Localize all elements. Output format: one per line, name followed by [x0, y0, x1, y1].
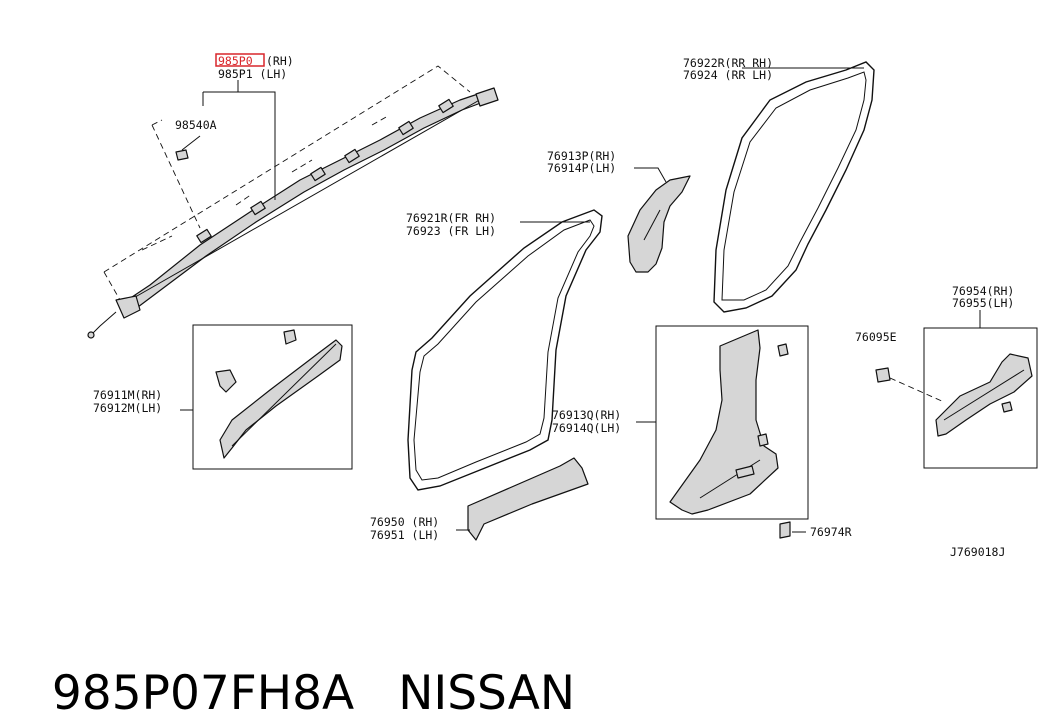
airbag-rh-side-label: (RH)	[266, 54, 294, 68]
rear-door-seal	[713, 61, 875, 313]
pillar-upper-rh-label: 76913P(RH)	[547, 149, 616, 163]
a-pillar-rh-label: 76911M(RH)	[93, 388, 162, 402]
a-pillar-lh-label: 76912M(LH)	[93, 401, 162, 415]
pillar-upper-lh-label: 76914P(LH)	[547, 161, 616, 175]
clip-label: 76095E	[855, 330, 897, 344]
brand-name: NISSAN	[398, 666, 576, 721]
center-pillar-lower-group	[636, 325, 809, 520]
caption: 985P07FH8A NISSAN	[22, 598, 575, 721]
scuff-rr-lh-label: 76955(LH)	[952, 296, 1014, 310]
parts-diagram: 985P0 (RH) 985P1 (LH) 98540A 76922R(RR R…	[87, 53, 1038, 559]
part-number: 985P07FH8A	[51, 666, 355, 721]
front-door-seal	[407, 209, 603, 491]
pillar-lower-lh-label: 76914Q(LH)	[552, 421, 621, 435]
fr-seal-rh-label: 76921R(FR RH)	[406, 211, 496, 225]
scuff-fr-rh-label: 76950 (RH)	[370, 515, 439, 529]
clip-76095e	[875, 367, 945, 403]
curtain-airbag-assembly	[87, 65, 499, 339]
drawing-number: J769018J	[950, 545, 1005, 559]
cover-label: 76974R	[810, 525, 852, 539]
scuff-fr-lh-label: 76951 (LH)	[370, 528, 439, 542]
a-pillar-detail-box	[192, 324, 353, 470]
center-pillar-upper-finisher	[627, 167, 691, 273]
a-pillar-finisher	[219, 339, 343, 459]
rr-seal-lh-label: 76924 (RR LH)	[683, 68, 773, 82]
bracket-label: 98540A	[175, 118, 217, 132]
fr-seal-lh-label: 76923 (FR LH)	[406, 224, 496, 238]
airbag-rh-label: 985P0	[218, 54, 253, 68]
rear-kicking-plate-group	[923, 310, 1038, 469]
front-kicking-plate	[456, 457, 589, 541]
cover-76974r	[779, 521, 806, 539]
a-pillar-finisher-group	[180, 324, 353, 470]
scuff-rr-rh-label: 76954(RH)	[952, 284, 1014, 298]
rr-seal-rh-label: 76922R(RR RH)	[683, 56, 773, 70]
pillar-lower-rh-label: 76913Q(RH)	[552, 408, 621, 422]
highlight-box	[215, 53, 265, 67]
airbag-lh-label: 985P1 (LH)	[218, 67, 287, 81]
